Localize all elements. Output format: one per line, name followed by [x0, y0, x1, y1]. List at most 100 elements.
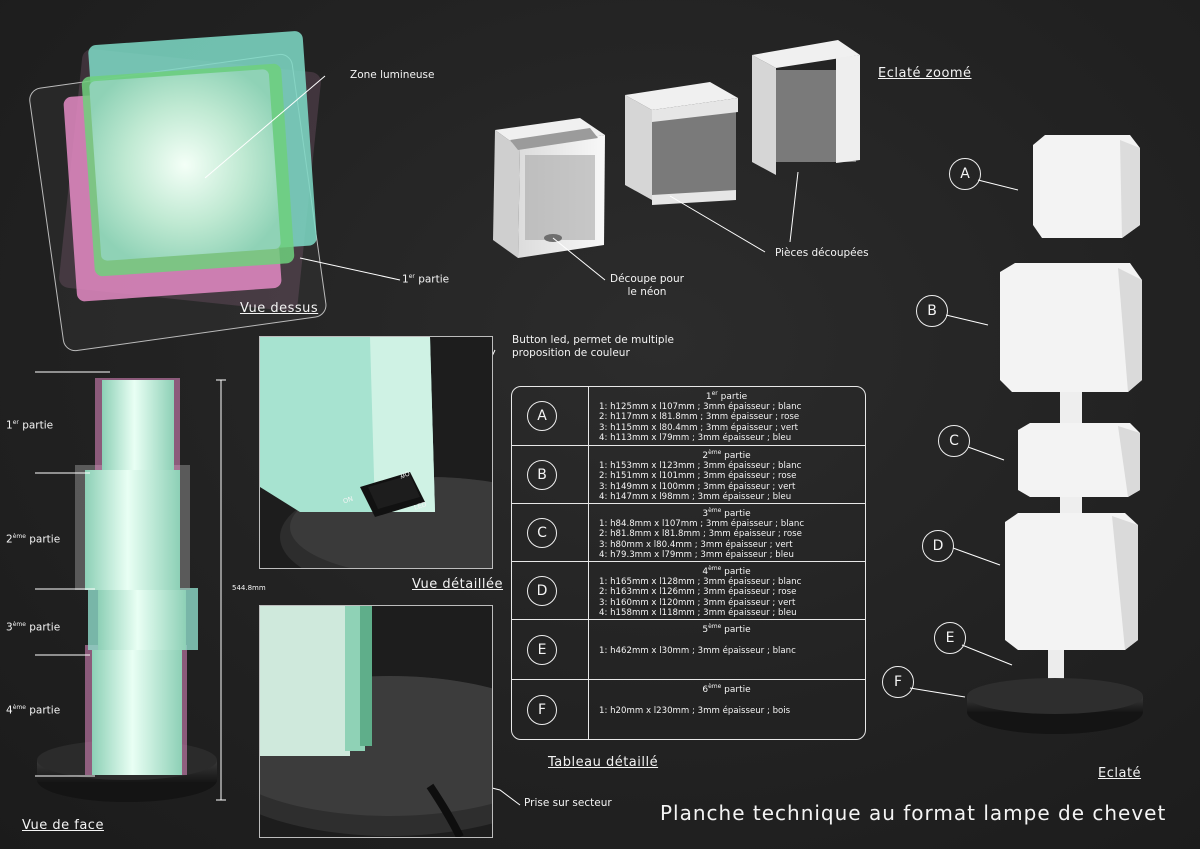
spec-line: 1: h125mm x l107mm ; 3mm épaisseur ; bla… — [599, 402, 802, 412]
top-view-lamp — [29, 31, 401, 352]
spec-line: 1: h153mm x l123mm ; 3mm épaisseur ; bla… — [599, 461, 802, 471]
exploded-letter-b: B — [916, 295, 948, 327]
decoupe-line1: Découpe pour — [610, 273, 684, 285]
front-partie-1-word: partie — [22, 419, 54, 432]
front-partie-3-num: 3 — [6, 621, 13, 634]
spec-line: 2: h163mm x l126mm ; 3mm épaisseur ; ros… — [599, 587, 797, 598]
spec-line: 3: h160mm x l120mm ; 3mm épaisseur ; ver… — [599, 597, 796, 608]
row-spec: 1: h125mm x l107mm ; 3mm épaisseur ; bla… — [599, 402, 801, 443]
spec-line: 1: h84.8mm x l107mm ; 3mm épaisseur ; bl… — [599, 519, 805, 529]
row-title-word: partie — [724, 567, 751, 577]
row-letter: F — [527, 695, 557, 725]
exploded-letter-a: A — [949, 158, 981, 190]
row-title-sup: ème — [708, 623, 722, 630]
row-spec: 1: h462mm x l30mm ; 3mm épaisseur ; blan… — [599, 646, 796, 656]
row-title-word: partie — [724, 685, 751, 695]
row-title-num: 4 — [702, 567, 709, 577]
table-row-f: F 6ème partie 1: h20mm x l230mm ; 3mm ép… — [512, 679, 865, 740]
zone-lumineuse-label: Zone lumineuse — [350, 69, 435, 81]
front-partie-4-num: 4 — [6, 704, 13, 717]
front-partie-2-sup: ème — [12, 533, 26, 540]
row-title: 2ème partie — [588, 449, 865, 461]
spec-line: 4: h147mm x l98mm ; 3mm épaisseur ; bleu — [599, 491, 792, 502]
table-row-c: C 3ème partie 1: h84.8mm x l107mm ; 3mm … — [512, 503, 865, 562]
spec-line: 1: h165mm x l128mm ; 3mm épaisseur ; bla… — [599, 577, 802, 587]
front-partie-2-word: partie — [29, 533, 61, 546]
row-spec: 1: h165mm x l128mm ; 3mm épaisseur ; bla… — [599, 577, 801, 618]
table-row-e: E 5ème partie 1: h462mm x l30mm ; 3mm ép… — [512, 619, 865, 680]
row-letter: B — [527, 460, 557, 490]
row-spec: 1: h153mm x l123mm ; 3mm épaisseur ; bla… — [599, 461, 801, 502]
spec-line: 1: h20mm x l230mm ; 3mm épaisseur ; bois — [599, 706, 791, 716]
title-eclate: Eclaté — [1098, 766, 1142, 781]
exploded-letter-e: E — [934, 622, 966, 654]
front-partie-1-sup: er — [12, 419, 19, 426]
table-row-d: D 4ème partie 1: h165mm x l128mm ; 3mm é… — [512, 561, 865, 620]
title-vue-dessus: Vue dessus — [240, 301, 319, 316]
row-title-word: partie — [724, 625, 751, 635]
row-letter: C — [527, 518, 557, 548]
front-height-label: 544.8mm — [232, 584, 266, 592]
row-title-num: 1 — [705, 392, 712, 402]
row-title-num: 3 — [702, 509, 709, 519]
front-partie-1-num: 1 — [6, 419, 13, 432]
row-letter: D — [527, 576, 557, 606]
table-row-b: B 2ème partie 1: h153mm x l123mm ; 3mm é… — [512, 445, 865, 504]
spec-line: 4: h113mm x l79mm ; 3mm épaisseur ; bleu — [599, 432, 792, 443]
button-led-label: Button led, permet de multiple propositi… — [512, 334, 674, 360]
front-partie-1: 1er partie — [6, 419, 53, 433]
spec-line: 2: h151mm x l101mm ; 3mm épaisseur ; ros… — [599, 471, 797, 482]
spec-line: 4: h79.3mm x l79mm ; 3mm épaisseur ; ble… — [599, 549, 794, 560]
detail-table: A 1er partie 1: h125mm x l107mm ; 3mm ép… — [511, 386, 866, 740]
partie-sup: er — [408, 273, 415, 280]
spec-line: 4: h158mm x l118mm ; 3mm épaisseur ; ble… — [599, 607, 797, 618]
row-title-word: partie — [724, 509, 751, 519]
row-spec: 1: h20mm x l230mm ; 3mm épaisseur ; bois — [599, 706, 790, 716]
front-partie-4: 4ème partie — [6, 704, 60, 718]
button-led-line2: proposition de couleur — [512, 347, 630, 360]
decoupe-line2: le néon — [627, 286, 667, 299]
row-spec: 1: h84.8mm x l107mm ; 3mm épaisseur ; bl… — [599, 519, 804, 560]
row-title-sup: ème — [708, 507, 722, 514]
row-title-sup: ème — [708, 683, 722, 690]
row-title-num: 6 — [702, 685, 709, 695]
row-title-word: partie — [720, 392, 748, 402]
title-vue-detaillee: Vue détaillée — [412, 577, 504, 592]
exploded-letter-c: C — [938, 425, 970, 457]
row-title: 5ème partie — [588, 623, 865, 635]
row-title: 3ème partie — [588, 507, 865, 519]
row-title: 1er partie — [588, 390, 865, 402]
front-partie-4-word: partie — [29, 704, 61, 717]
partie-num: 1 — [402, 273, 409, 286]
title-vue-de-face: Vue de face — [22, 818, 104, 833]
row-title-num: 5 — [702, 625, 709, 635]
button-led-line1: Button led, permet de multiple — [512, 334, 674, 346]
row-title-word: partie — [724, 451, 751, 461]
row-title: 4ème partie — [588, 565, 865, 577]
front-partie-3-sup: ème — [12, 621, 26, 628]
front-partie-3-word: partie — [29, 621, 61, 634]
title-eclate-zoome: Eclaté zoomé — [878, 66, 972, 81]
prise-secteur-label: Prise sur secteur — [524, 797, 612, 809]
front-partie-3: 3ème partie — [6, 621, 60, 635]
front-partie-4-sup: ème — [12, 704, 26, 711]
row-letter: A — [527, 401, 557, 431]
table-divider — [588, 387, 589, 739]
spec-line: 2: h81.8mm x l81.8mm ; 3mm épaisseur ; r… — [599, 529, 802, 540]
front-partie-2: 2ème partie — [6, 533, 60, 547]
detail-photo-socket — [259, 605, 493, 838]
partie-word: partie — [418, 273, 450, 286]
row-title-sup: ème — [708, 565, 722, 572]
row-letter: E — [527, 635, 557, 665]
exploded-tower — [909, 135, 1143, 734]
spec-line: 3: h80mm x l80.4mm ; 3mm épaisseur ; ver… — [599, 539, 793, 550]
spec-line: 3: h115mm x l80.4mm ; 3mm épaisseur ; ve… — [599, 422, 799, 433]
row-title-num: 2 — [702, 451, 709, 461]
exploded-zoom-pieces — [493, 40, 860, 281]
detail-photo-button — [259, 336, 493, 569]
spec-line: 1: h462mm x l30mm ; 3mm épaisseur ; blan… — [599, 646, 796, 656]
row-title-sup: ème — [708, 449, 722, 456]
exploded-letter-f: F — [882, 666, 914, 698]
